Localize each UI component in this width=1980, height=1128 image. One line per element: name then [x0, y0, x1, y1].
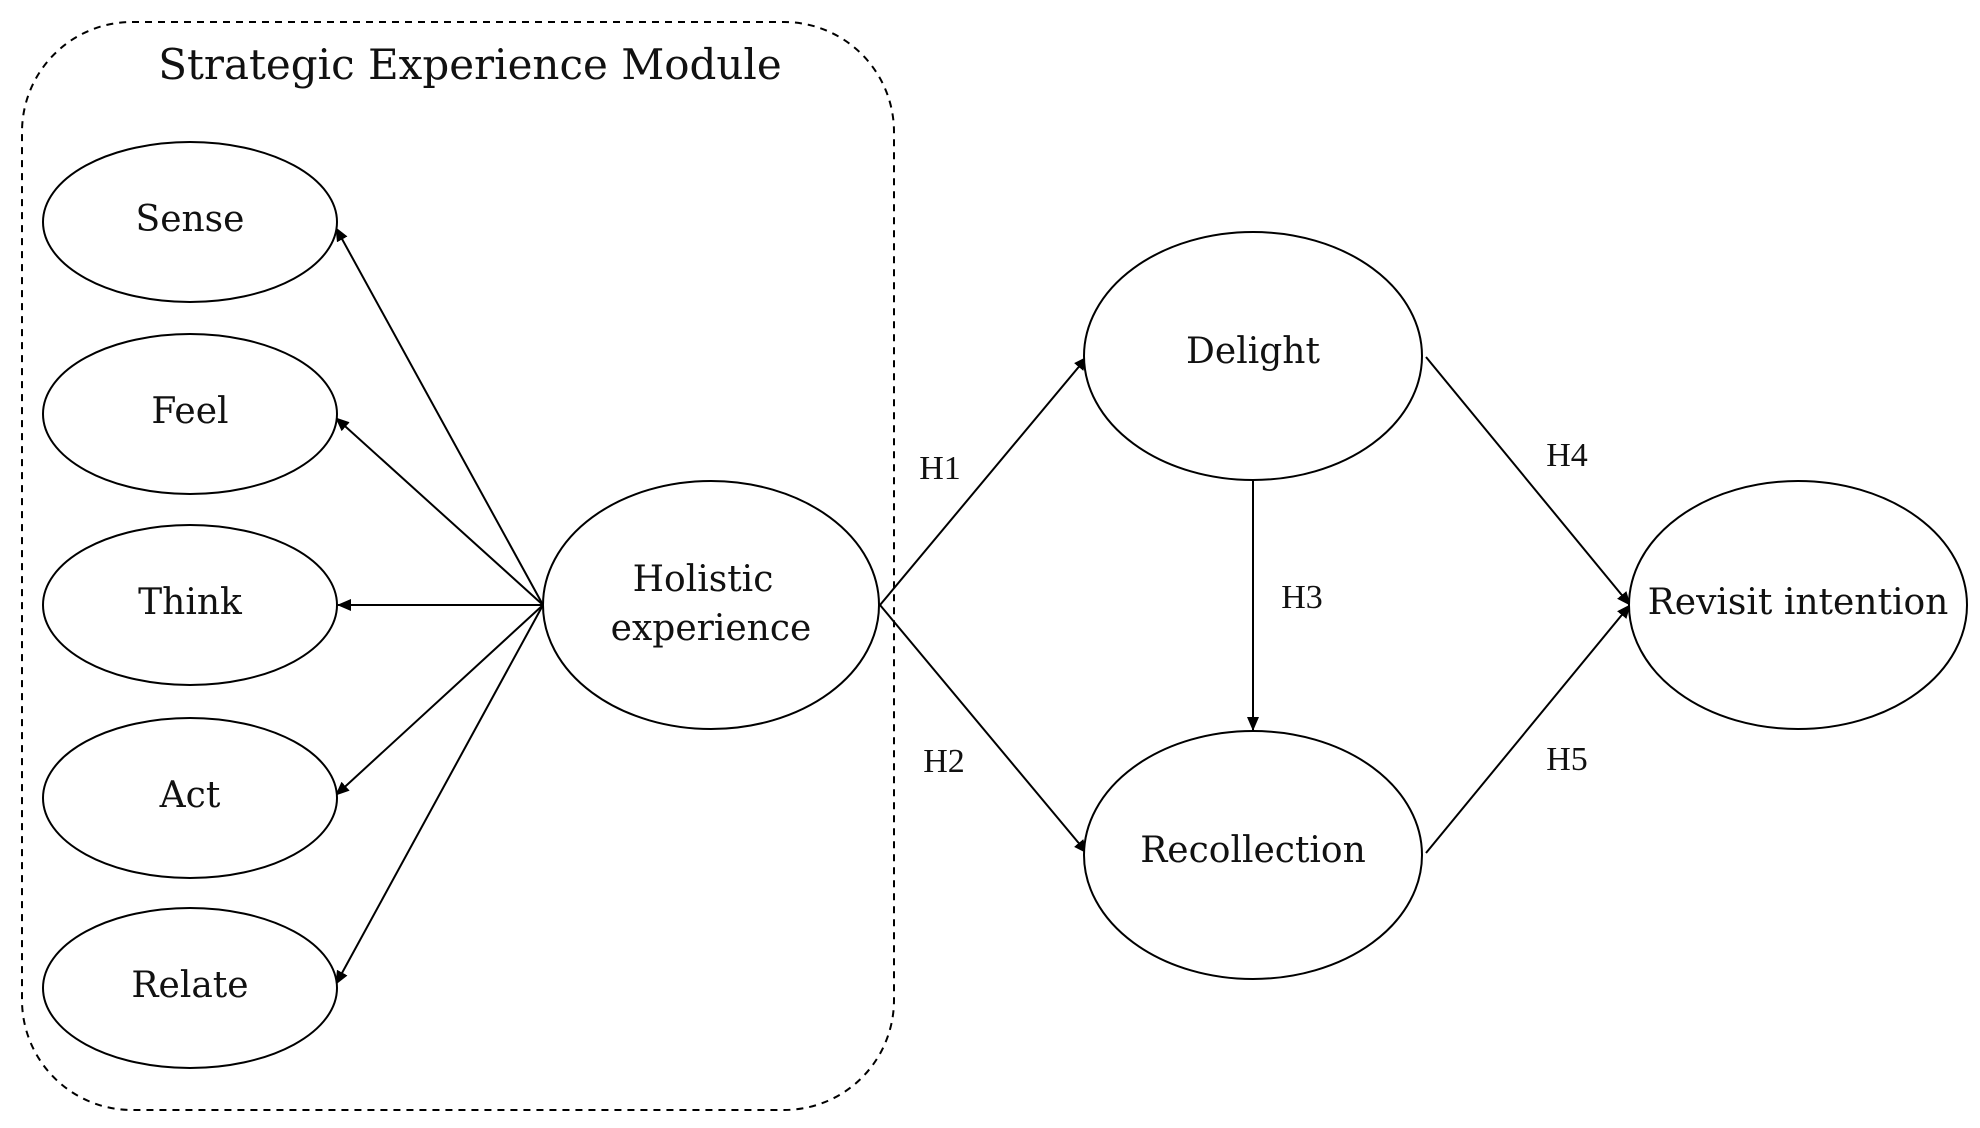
node-act-label: Act — [159, 775, 221, 816]
node-revisit-label: Revisit intention — [1648, 582, 1949, 623]
strategic-experience-module-title: Strategic Experience Module — [158, 40, 781, 89]
hypothesis-label-h5: H5 — [1546, 741, 1588, 778]
node-think: Think — [42, 524, 338, 686]
node-recollection-label: Recollection — [1140, 830, 1366, 871]
edge-holistic-to-relate — [335, 604, 544, 985]
node-recollection: Recollection — [1083, 730, 1423, 980]
node-think-label: Think — [138, 582, 243, 623]
hypothesis-label-h2: H2 — [923, 743, 965, 780]
node-revisit-intention: Revisit intention — [1628, 480, 1968, 730]
node-feel-label: Feel — [151, 391, 228, 432]
strategic-experience-module-box — [21, 21, 895, 1111]
node-feel: Feel — [42, 333, 338, 495]
edge-h2-holistic-to-recollection — [879, 604, 1088, 854]
node-sense-label: Sense — [136, 199, 245, 240]
hypothesis-label-h3: H3 — [1281, 579, 1323, 616]
node-delight-label: Delight — [1186, 331, 1320, 372]
edge-holistic-to-feel — [335, 417, 544, 606]
edge-holistic-to-act — [335, 604, 544, 796]
node-holistic-label-line1: Holistic — [633, 559, 774, 600]
node-holistic-experience: Holistic experience — [542, 480, 880, 730]
hypothesis-label-h1: H1 — [919, 450, 961, 487]
edge-h5-recollection-to-revisit — [1425, 604, 1631, 854]
edge-holistic-to-sense — [335, 227, 544, 606]
node-relate-label: Relate — [131, 965, 248, 1006]
node-act: Act — [42, 717, 338, 879]
edge-h4-delight-to-revisit — [1425, 356, 1631, 606]
node-relate: Relate — [42, 907, 338, 1069]
node-sense: Sense — [42, 141, 338, 303]
node-holistic-label-line2: experience — [611, 608, 812, 649]
edge-h1-holistic-to-delight — [879, 356, 1088, 606]
hypothesis-label-h4: H4 — [1546, 437, 1588, 474]
node-delight: Delight — [1083, 231, 1423, 481]
